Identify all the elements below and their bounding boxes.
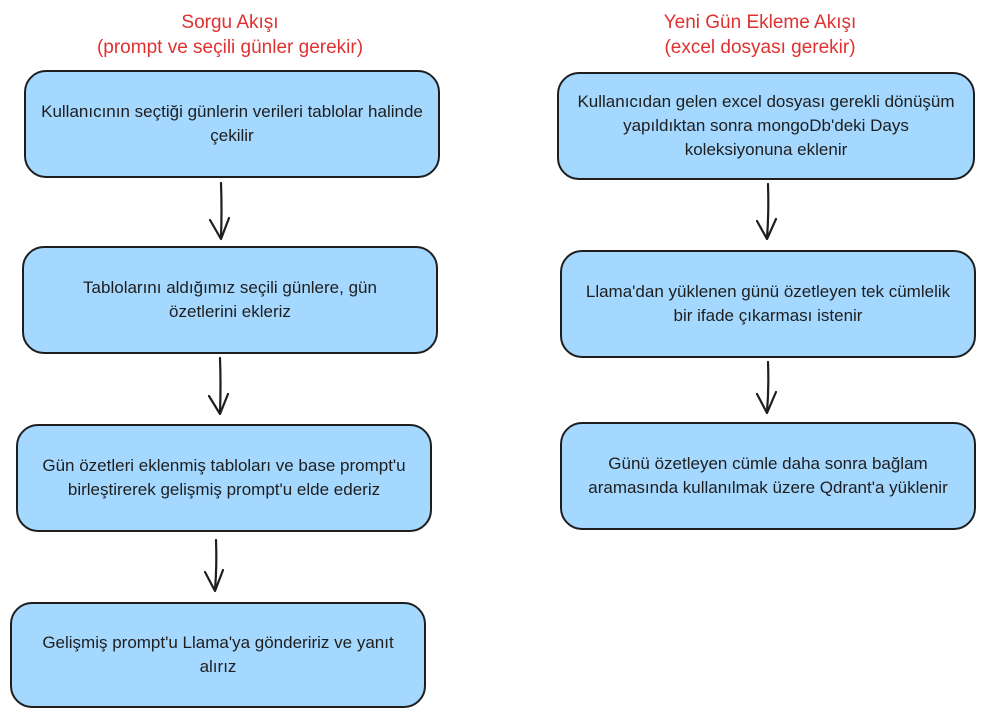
- left-arrow-2: [207, 356, 230, 416]
- right-flow-title: Yeni Gün Ekleme Akışı: [663, 12, 857, 33]
- right-step-3: Günü özetleyen cümle daha sonra bağlam a…: [560, 422, 976, 530]
- left-step-1-text: Kullanıcının seçtiği günlerin verileri t…: [41, 102, 423, 145]
- right-step-2: Llama'dan yüklenen günü özetleyen tek cü…: [560, 250, 976, 358]
- left-step-4-text: Gelişmiş prompt'u Llama'ya göndeririz ve…: [42, 633, 394, 676]
- right-arrow-1: [755, 182, 778, 241]
- right-step-1-text: Kullanıcıdan gelen excel dosyası gerekli…: [577, 92, 955, 159]
- right-step-3-text: Günü özetleyen cümle daha sonra bağlam a…: [588, 454, 948, 497]
- left-step-3: Gün özetleri eklenmiş tabloları ve base …: [16, 424, 432, 532]
- left-arrow-3: [203, 538, 225, 593]
- left-step-2-text: Tablolarını aldığımız seçili günlere, gü…: [83, 278, 377, 321]
- right-step-1: Kullanıcıdan gelen excel dosyası gerekli…: [557, 72, 975, 180]
- right-step-2-text: Llama'dan yüklenen günü özetleyen tek cü…: [585, 282, 951, 325]
- left-arrow-1: [208, 181, 231, 241]
- left-flow-heading: Sorgu Akışı (prompt ve seçili günler ger…: [60, 10, 400, 60]
- right-flow-subtitle: (excel dosyası gerekir): [664, 37, 856, 58]
- left-step-4: Gelişmiş prompt'u Llama'ya göndeririz ve…: [10, 602, 426, 708]
- left-flow-subtitle: (prompt ve seçili günler gerekir): [96, 37, 364, 58]
- left-flow-title: Sorgu Akışı: [181, 12, 279, 33]
- left-step-1: Kullanıcının seçtiği günlerin verileri t…: [24, 70, 440, 178]
- left-step-3-text: Gün özetleri eklenmiş tabloları ve base …: [42, 456, 406, 499]
- right-arrow-2: [755, 360, 778, 415]
- left-step-2: Tablolarını aldığımız seçili günlere, gü…: [22, 246, 438, 354]
- right-flow-heading: Yeni Gün Ekleme Akışı (excel dosyası ger…: [590, 10, 930, 60]
